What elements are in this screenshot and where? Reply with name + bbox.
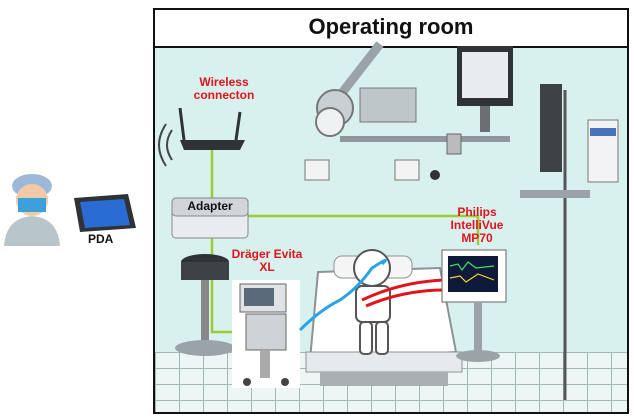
tubes <box>298 258 445 332</box>
pda-label: PDA <box>88 232 114 246</box>
pda-icon <box>74 194 136 232</box>
patient-figure-icon <box>353 249 391 355</box>
wall-rail <box>304 87 510 181</box>
wall-monitor-icon <box>457 46 513 132</box>
adapter-label: Adapter <box>187 199 233 213</box>
adapter-icon <box>171 197 249 239</box>
surgeon-icon <box>4 174 60 246</box>
wall-cabinet <box>587 119 619 183</box>
ventilator-label: Dräger Evita XL <box>231 247 303 274</box>
diagram-title: Operating room <box>155 10 627 48</box>
stool-icon <box>175 254 235 356</box>
surgical-lamp-icon <box>315 41 384 137</box>
patient-monitor-icon <box>441 249 507 362</box>
wireless-connection-label: Wireless connecton <box>193 75 255 102</box>
ventilator-icon <box>232 280 300 388</box>
monitor-label: Philips IntelliVue MP70 <box>450 205 504 245</box>
side-stand <box>520 84 590 400</box>
wireless-router-icon <box>158 107 245 167</box>
